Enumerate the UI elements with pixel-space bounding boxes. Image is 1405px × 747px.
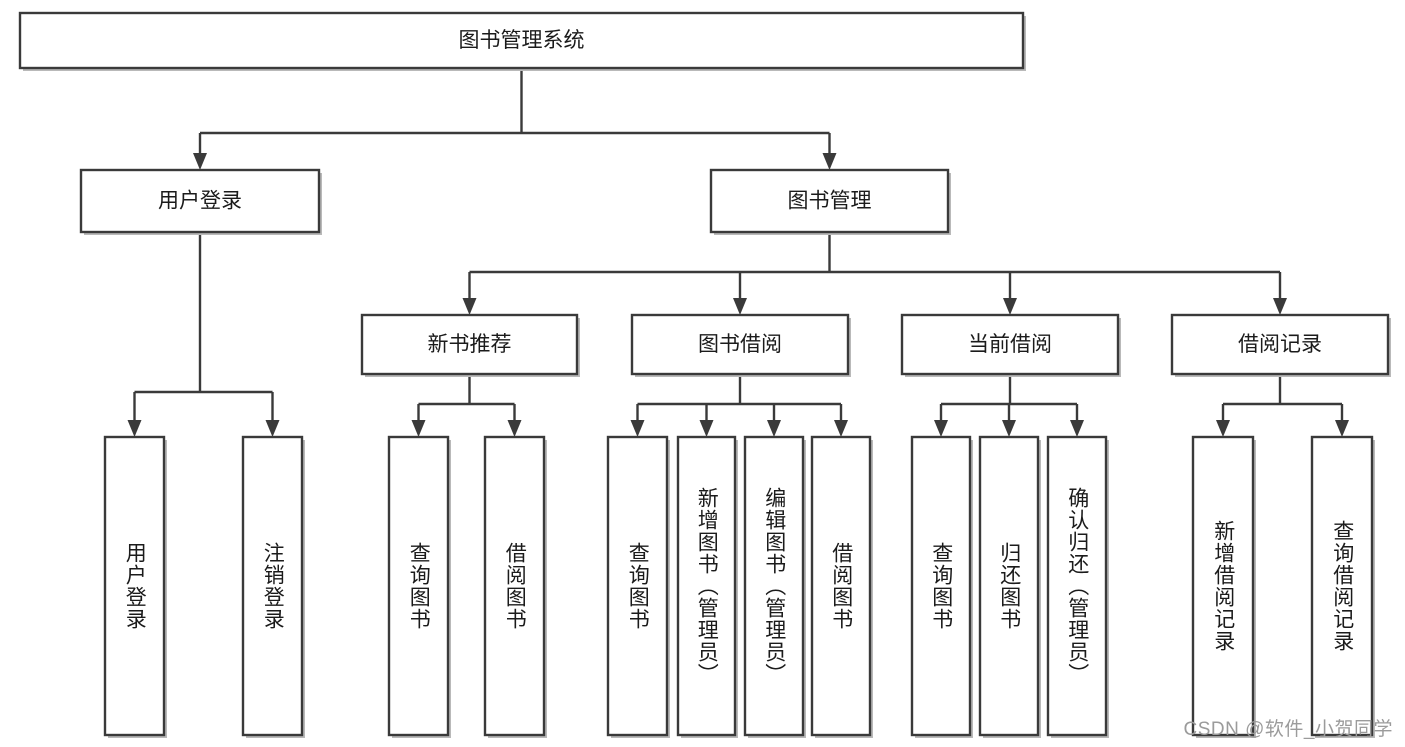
node-leaf-borrow-book-2[interactable] <box>810 435 872 737</box>
arrow-head-icon <box>1070 420 1084 437</box>
arrow-head-icon <box>507 420 522 437</box>
connector-layer <box>127 68 1349 437</box>
node-leaf-query-book-1[interactable] <box>387 435 450 737</box>
node-new-book-recommend[interactable] <box>360 313 579 376</box>
arrow-head-icon <box>265 420 280 437</box>
node-root-system[interactable] <box>18 11 1025 70</box>
node-leaf-return-book[interactable] <box>978 435 1040 737</box>
node-current-borrow-label: 当前借阅 <box>968 333 1052 356</box>
node-leaf-edit-book[interactable] <box>743 435 805 737</box>
node-leaf-user-logout[interactable] <box>241 435 304 737</box>
arrow-head-icon <box>733 298 747 315</box>
arrow-head-icon <box>1216 420 1230 437</box>
arrow-head-icon <box>630 420 645 437</box>
arrow-head-icon <box>1002 420 1016 437</box>
node-leaf-query-book-2[interactable] <box>606 435 669 737</box>
node-book-borrow-label: 图书借阅 <box>698 333 782 356</box>
node-layer <box>18 11 1391 738</box>
arrow-head-icon <box>1273 298 1287 315</box>
node-new-book-recommend-label: 新书推荐 <box>428 333 512 356</box>
arrow-head-icon <box>462 298 477 315</box>
node-user-login-label: 用户登录 <box>158 190 242 213</box>
node-borrow-record-label: 借阅记录 <box>1238 333 1322 356</box>
arrow-head-icon <box>411 420 426 437</box>
node-leaf-query-borrow-record[interactable] <box>1310 435 1374 737</box>
node-borrow-record[interactable] <box>1170 313 1390 376</box>
arrow-head-icon <box>193 153 207 170</box>
node-leaf-add-borrow-record[interactable] <box>1191 435 1255 737</box>
arrow-head-icon <box>1335 420 1349 437</box>
node-book-management-label: 图书管理 <box>788 190 872 213</box>
arrow-head-icon <box>1003 298 1017 315</box>
node-leaf-confirm-return[interactable] <box>1046 435 1108 737</box>
node-leaf-borrow-book-1[interactable] <box>483 435 546 737</box>
node-leaf-query-book-3[interactable] <box>910 435 972 737</box>
arrow-head-icon <box>934 420 948 437</box>
watermark-text: CSDN @软件_小贺同学 <box>1183 719 1393 740</box>
arrow-head-icon <box>127 420 142 437</box>
arrow-head-icon <box>834 420 848 437</box>
node-leaf-add-book[interactable] <box>676 435 737 737</box>
node-book-borrow[interactable] <box>630 313 850 376</box>
node-root-system-label: 图书管理系统 <box>459 29 585 52</box>
node-current-borrow[interactable] <box>900 313 1120 376</box>
node-user-login[interactable] <box>79 168 321 234</box>
arrow-head-icon <box>767 420 781 437</box>
arrow-head-icon <box>699 420 714 437</box>
arrow-head-icon <box>822 153 837 170</box>
node-leaf-user-login[interactable] <box>103 435 166 737</box>
node-book-management[interactable] <box>709 168 950 234</box>
